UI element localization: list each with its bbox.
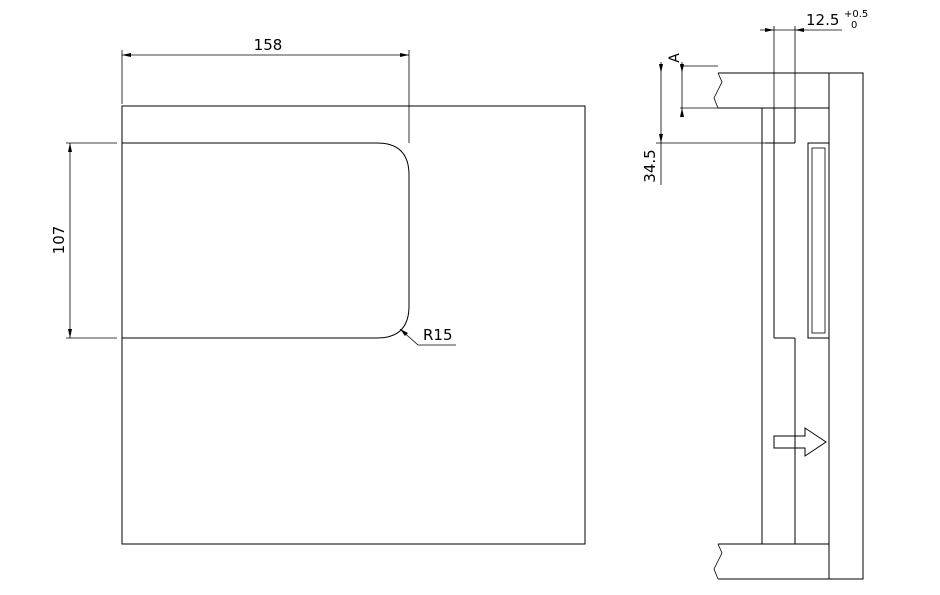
break-line-top	[713, 72, 723, 109]
thickness-dimension: 12.5 +0.5 0	[760, 9, 868, 108]
offset-label: A	[667, 53, 683, 63]
radius-label: R15	[423, 326, 453, 344]
front-panel-outline	[121, 105, 586, 545]
side-wall	[828, 72, 864, 580]
direction-arrow-icon	[773, 427, 827, 457]
break-line-bottom	[713, 543, 723, 580]
front-view: 158 107 R15	[50, 36, 586, 545]
side-height-label: 34.5	[641, 149, 659, 182]
width-dim-label: 158	[254, 36, 283, 54]
side-view: 12.5 +0.5 0 A 34.5	[641, 9, 868, 580]
height-dim-label: 107	[50, 226, 68, 255]
radius-callout: R15	[399, 326, 456, 346]
width-dimension: 158	[121, 36, 410, 143]
insert-slot	[807, 142, 830, 339]
height-dimension: 107	[50, 142, 117, 339]
thickness-dim-label: 12.5	[806, 11, 839, 29]
offset-dimension: A	[667, 53, 718, 117]
cutout-outline	[122, 142, 410, 339]
tolerance-upper: +0.5	[844, 9, 868, 20]
side-height-dimension: 34.5	[641, 62, 765, 185]
tolerance-lower: 0	[851, 20, 857, 31]
